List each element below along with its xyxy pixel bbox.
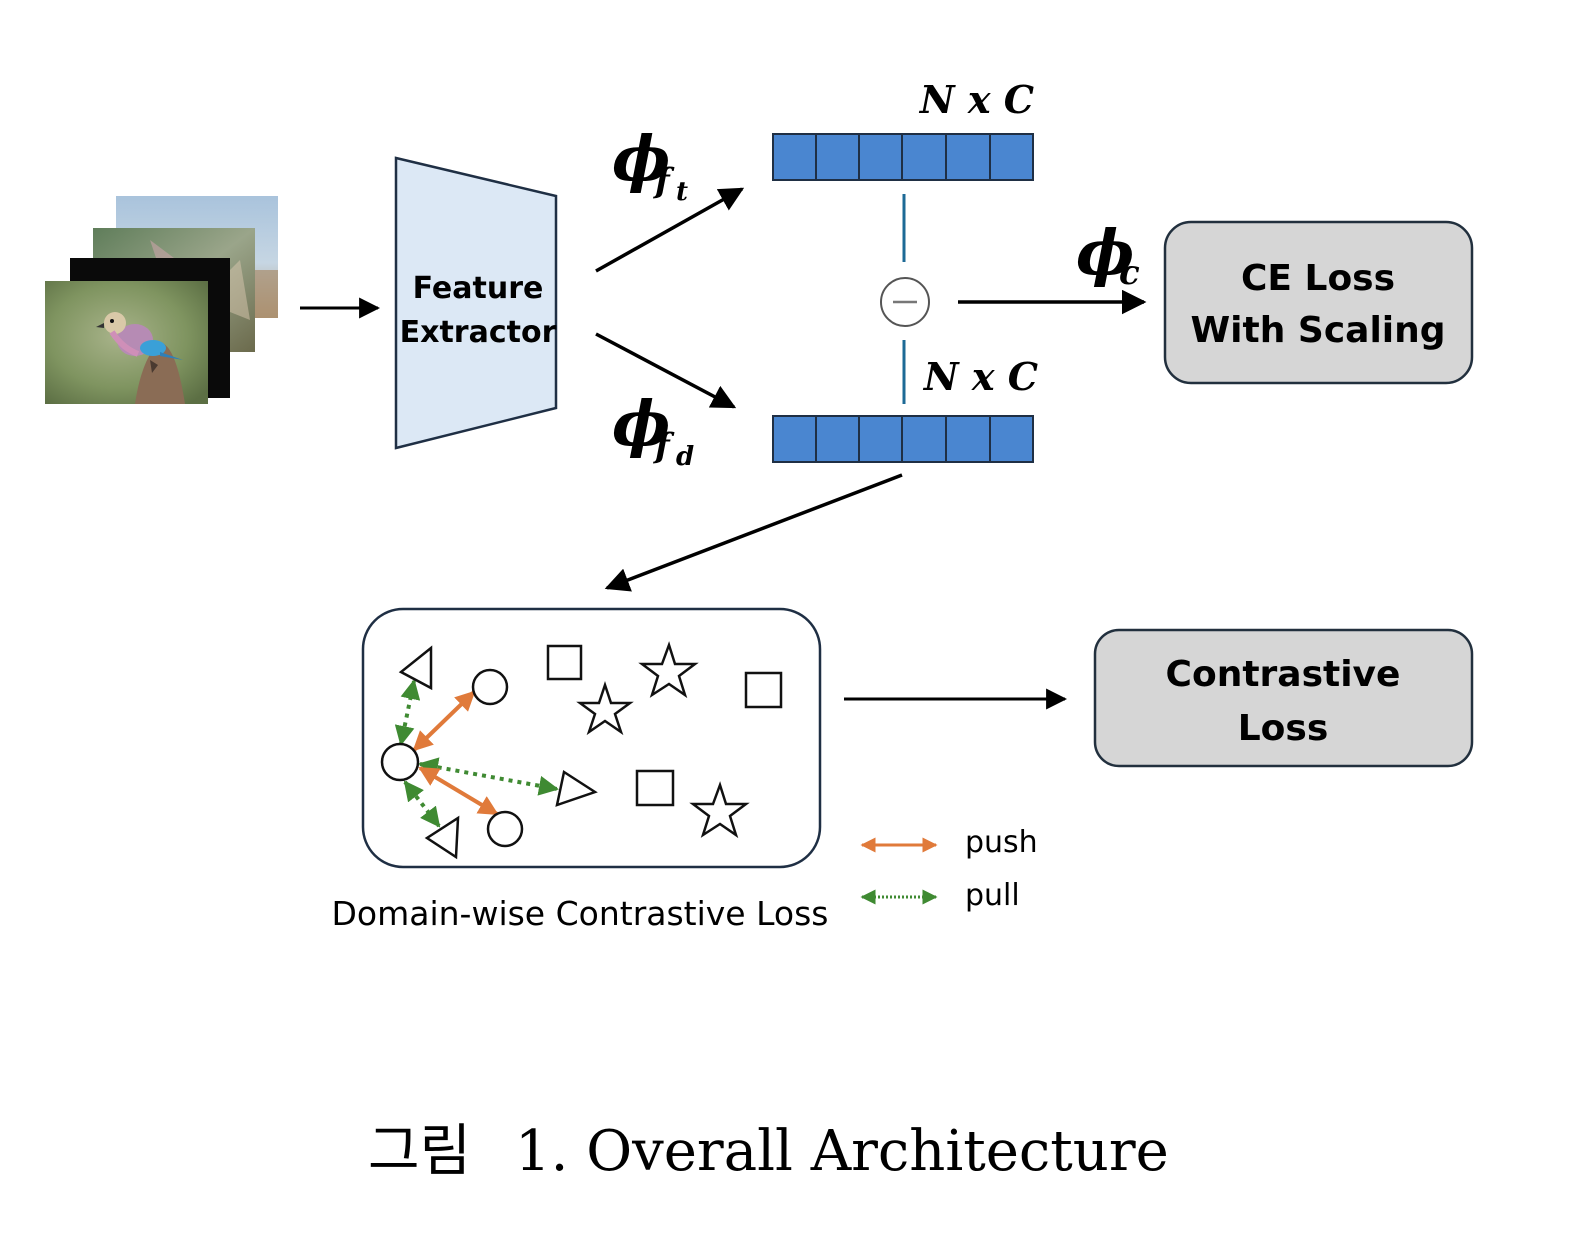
pull-arrow xyxy=(394,679,421,746)
svg-text:f: f xyxy=(653,161,675,201)
vector-cell xyxy=(989,415,1034,463)
square-shape xyxy=(546,644,583,681)
ce-loss-line2: With Scaling xyxy=(1190,310,1445,351)
svg-text:f: f xyxy=(653,426,675,466)
figure-caption: 그림 1. Overall Architecture xyxy=(368,1119,1169,1184)
star-shape xyxy=(576,681,634,736)
vector-cell xyxy=(858,415,903,463)
legend-pull-label: pull xyxy=(965,878,1020,913)
contrastive-loss-box: Contrastive Loss xyxy=(1093,628,1474,768)
arrow-to-domain-panel xyxy=(604,473,903,592)
arrow-to-fd xyxy=(595,332,737,409)
star-shape xyxy=(689,781,750,839)
feature-vector-bottom xyxy=(772,415,1034,463)
input-image-front-bird xyxy=(45,281,208,404)
push-arrow xyxy=(418,766,499,816)
square-shape xyxy=(635,769,675,807)
caption-text: 1. Overall Architecture xyxy=(515,1119,1169,1184)
triangle-shape xyxy=(555,769,598,807)
circle-shape xyxy=(486,810,524,848)
svg-text:ϕ: ϕ xyxy=(612,122,670,195)
dims-top-label: N x C xyxy=(919,77,1034,122)
domain-panel xyxy=(361,607,822,869)
vector-cell xyxy=(945,415,991,463)
vector-cell xyxy=(901,415,947,463)
input-image-stack xyxy=(45,196,278,404)
ce-loss-line1: CE Loss xyxy=(1241,258,1395,299)
arrow-to-ft xyxy=(595,187,745,273)
vector-cell xyxy=(772,415,817,463)
legend: push pull xyxy=(860,825,1038,913)
vector-cell xyxy=(815,133,860,181)
caption-prefix: 그림 xyxy=(368,1119,471,1184)
domain-panel-title: Domain-wise Contrastive Loss xyxy=(332,894,829,933)
contrastive-loss-line1: Contrastive xyxy=(1166,654,1401,695)
vector-cell xyxy=(815,415,860,463)
svg-text:t: t xyxy=(676,177,688,207)
triangle-shape xyxy=(424,815,460,860)
vector-cell xyxy=(945,133,991,181)
feature-vector-top xyxy=(772,133,1034,181)
phi-c-label: ϕ c xyxy=(1076,216,1140,293)
contrastive-loss-line2: Loss xyxy=(1238,708,1329,749)
star-shape xyxy=(638,641,699,699)
vector-cell xyxy=(772,133,817,181)
feature-extractor-label-line2: Extractor xyxy=(400,315,557,350)
push-arrow xyxy=(412,690,476,752)
minus-operator xyxy=(880,277,930,327)
phi-fd-label: ϕ f d xyxy=(612,387,694,472)
svg-text:d: d xyxy=(676,442,694,472)
legend-push-label: push xyxy=(965,825,1038,860)
feature-extractor-label-line1: Feature xyxy=(413,271,544,306)
vector-cell xyxy=(989,133,1034,181)
phi-ft-label: ϕ f t xyxy=(612,122,688,207)
square-shape xyxy=(744,671,783,709)
vector-cell xyxy=(858,133,903,181)
svg-text:ϕ: ϕ xyxy=(1076,216,1134,289)
ce-loss-box: CE Loss With Scaling xyxy=(1163,220,1474,385)
svg-text:c: c xyxy=(1119,253,1140,293)
triangle-shape xyxy=(398,645,433,691)
dims-bottom-label: N x C xyxy=(923,354,1038,399)
svg-text:ϕ: ϕ xyxy=(612,387,670,460)
vector-cell xyxy=(901,133,947,181)
circle-shape xyxy=(471,668,509,706)
anchor-circle-shape xyxy=(380,742,420,782)
feature-extractor: Feature Extractor xyxy=(394,156,558,450)
